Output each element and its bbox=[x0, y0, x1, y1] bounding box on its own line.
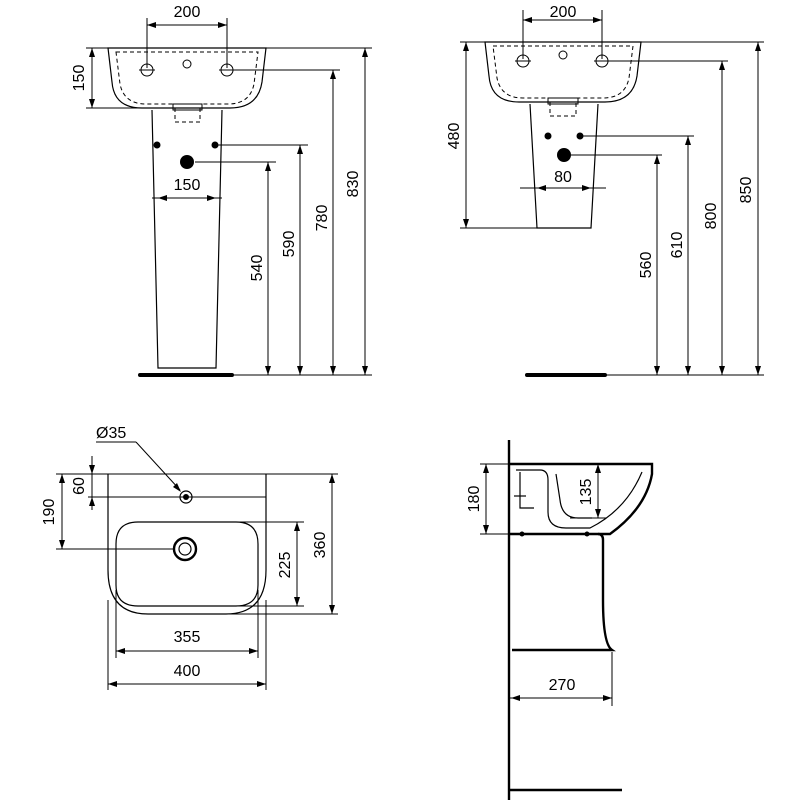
dim-basin-width: 400 bbox=[107, 600, 267, 690]
semi-pedestal bbox=[529, 103, 599, 229]
dim-label: 800 bbox=[703, 203, 720, 230]
dim-bowl-depth: 225 bbox=[236, 521, 304, 607]
dim-tap-hole-from-wall: 190 bbox=[41, 473, 173, 550]
dim-label: 150 bbox=[174, 177, 201, 194]
dim-label: 360 bbox=[312, 532, 329, 559]
basin-outline bbox=[107, 47, 267, 109]
shroud-section bbox=[509, 532, 616, 652]
semi-pedestal-front-view: 200 480 80 560 bbox=[446, 4, 764, 377]
dim-label: 135 bbox=[578, 479, 595, 506]
waste-outlet-plan bbox=[172, 536, 198, 562]
waste-outlet bbox=[174, 108, 201, 123]
dim-tap-hole-diameter: Ø35 bbox=[96, 425, 181, 492]
dim-label: 200 bbox=[174, 4, 201, 21]
dim-label: 200 bbox=[550, 4, 577, 21]
dim-label: 780 bbox=[314, 205, 331, 232]
side-section-view: 180 135 270 bbox=[466, 440, 654, 800]
basin-inner-dashed bbox=[115, 51, 259, 105]
dim-bowl-depth: 135 bbox=[570, 463, 606, 519]
dim-basin-height: 480 bbox=[446, 41, 537, 229]
dim-label: 150 bbox=[71, 65, 88, 92]
pedestal-front-view: 200 150 150 540 bbox=[71, 4, 372, 377]
dim-label: 180 bbox=[466, 486, 483, 513]
dim-label: 400 bbox=[174, 663, 201, 680]
basin-section bbox=[509, 462, 654, 536]
dim-tap-height: 800 bbox=[703, 61, 725, 375]
dim-shroud-width: 80 bbox=[520, 169, 606, 191]
dim-waste-height: 560 bbox=[638, 155, 660, 375]
waste-pipe bbox=[180, 155, 194, 169]
dim-supply-height: 590 bbox=[281, 145, 303, 375]
dim-basin-height: 150 bbox=[71, 47, 142, 109]
waste-pipe bbox=[557, 148, 571, 162]
dim-label: 225 bbox=[277, 552, 294, 579]
dim-pedestal-width: 150 bbox=[158, 177, 216, 201]
dim-supply-height: 610 bbox=[669, 136, 691, 375]
basin-inner-dashed bbox=[492, 45, 634, 99]
dim-projection: 270 bbox=[509, 652, 613, 706]
supply-pipe-left bbox=[544, 132, 552, 140]
dim-total-height: 830 bbox=[345, 48, 368, 375]
dim-tap-holes-width: 200 bbox=[146, 4, 228, 68]
tap-hole-center bbox=[182, 59, 192, 69]
waste-outlet bbox=[549, 102, 577, 117]
dim-label: 190 bbox=[41, 499, 58, 526]
dim-basin-height: 180 bbox=[466, 463, 509, 535]
dim-tap-hole-offset: 60 bbox=[71, 456, 180, 510]
dim-basin-depth: 360 bbox=[226, 473, 338, 615]
bowl-outline bbox=[115, 521, 259, 607]
dim-tap-holes-width: 200 bbox=[522, 4, 603, 59]
dim-label: 590 bbox=[281, 231, 298, 258]
dim-tap-height: 780 bbox=[314, 70, 336, 375]
dim-label: 355 bbox=[174, 629, 201, 646]
dim-waste-height: 540 bbox=[249, 162, 271, 375]
dim-label: 270 bbox=[549, 677, 576, 694]
basin-plan-outline bbox=[107, 474, 267, 615]
dim-label: 60 bbox=[71, 477, 88, 495]
dim-label: 610 bbox=[669, 232, 686, 259]
pedestal bbox=[151, 109, 223, 369]
plan-view: Ø35 60 190 225 bbox=[41, 425, 338, 690]
dim-total-height: 850 bbox=[738, 42, 761, 375]
basin-outline bbox=[484, 41, 642, 103]
dim-label: 540 bbox=[249, 255, 266, 282]
dim-label: 480 bbox=[446, 123, 463, 150]
waste-trap bbox=[172, 103, 203, 111]
tap-hole-center bbox=[558, 50, 568, 60]
dim-label: 80 bbox=[554, 169, 572, 186]
dim-bowl-width: 355 bbox=[115, 590, 259, 658]
supply-pipe-left bbox=[153, 141, 161, 149]
dim-label: 560 bbox=[638, 252, 655, 279]
dim-label: 850 bbox=[738, 177, 755, 204]
dim-label: 830 bbox=[345, 171, 362, 198]
dim-label: Ø35 bbox=[96, 425, 126, 442]
